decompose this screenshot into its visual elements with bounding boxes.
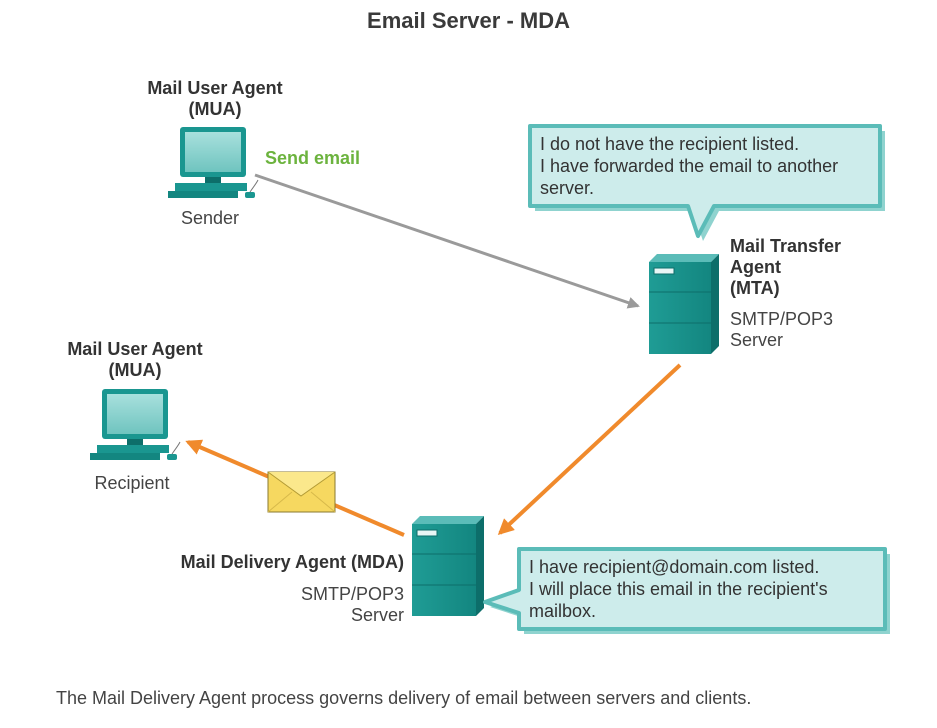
recipient-heading-line1: Mail User Agent (67, 339, 203, 359)
computer-icon (168, 127, 259, 198)
page-title: Email Server - MDA (367, 8, 570, 33)
recipient-label: Recipient (94, 473, 170, 493)
mta-bubble-line2: I have forwarded the email to another (540, 156, 839, 176)
mta-protocol: SMTP/POP3 (730, 309, 834, 329)
recipient-heading: Mail User Agent (MUA) (40, 339, 230, 381)
mda-server-info: SMTP/POP3 Server (250, 584, 404, 626)
mda-bubble-line3: mailbox. (529, 601, 597, 621)
forward-arrow (497, 363, 682, 536)
speech-bubble-icon (528, 124, 885, 241)
mda-bubble-text: I have recipient@domain.com listed. I wi… (529, 556, 879, 622)
mta-heading-line2: Agent (730, 257, 781, 277)
server-icon (649, 254, 719, 354)
mta-heading: Mail Transfer Agent (MTA) (730, 236, 910, 299)
sender-heading-line2: (MUA) (188, 99, 242, 119)
send-arrow (254, 173, 640, 309)
mda-type: Server (350, 605, 404, 625)
recipient-heading-line2: (MUA) (108, 360, 162, 380)
mta-heading-line3: (MTA) (730, 278, 780, 298)
mta-bubble-text: I do not have the recipient listed. I ha… (540, 133, 880, 199)
caption: The Mail Delivery Agent process governs … (56, 688, 752, 708)
mda-heading: Mail Delivery Agent (MDA) (180, 552, 404, 572)
computer-icon (90, 389, 181, 460)
mda-protocol: SMTP/POP3 (300, 584, 404, 604)
sender-heading: Mail User Agent (MUA) (120, 78, 310, 120)
send-email-label: Send email (265, 148, 361, 168)
mta-heading-line1: Mail Transfer (730, 236, 842, 256)
mta-bubble-line1: I do not have the recipient listed. (540, 134, 800, 154)
mda-bubble-line2: I will place this email in the recipient… (529, 579, 828, 599)
mta-bubble-line3: server. (540, 178, 595, 198)
mta-server-info: SMTP/POP3 Server (730, 309, 910, 351)
sender-label: Sender (180, 208, 240, 228)
server-icon (412, 516, 484, 616)
mda-bubble-line1: I have recipient@domain.com listed. (529, 557, 820, 577)
envelope-icon (267, 471, 336, 513)
speech-bubble-icon (483, 547, 890, 634)
mta-type: Server (730, 330, 784, 350)
sender-heading-line1: Mail User Agent (147, 78, 283, 98)
